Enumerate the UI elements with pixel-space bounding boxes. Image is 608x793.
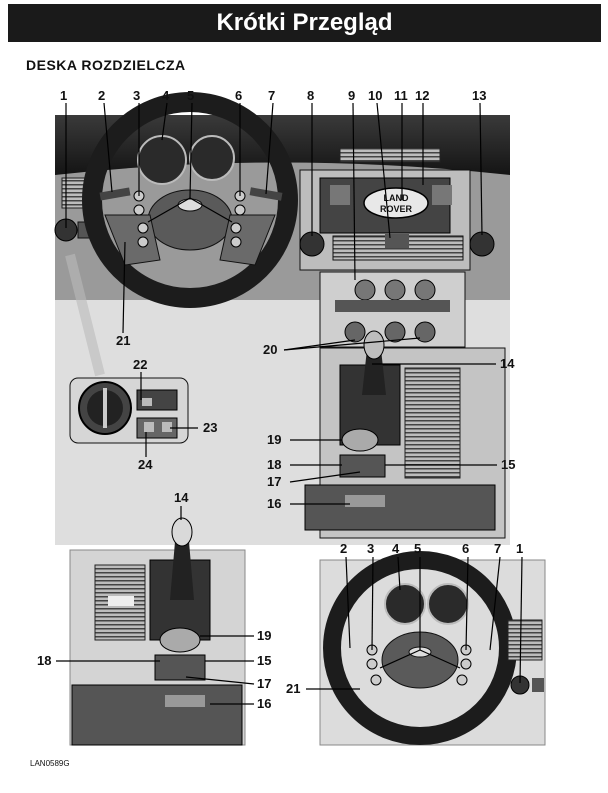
callout-16: 16	[267, 496, 282, 511]
badge-line2: ROVER	[380, 204, 413, 214]
page-title-bar: Krótki Przegląd	[8, 4, 601, 42]
callout-24: 24	[138, 457, 153, 472]
callout-3: 3	[133, 88, 141, 103]
callout-bl-17: 17	[257, 676, 272, 691]
callout-5: 5	[187, 88, 195, 103]
lighting-inset	[65, 253, 189, 444]
callout-4: 4	[162, 88, 170, 103]
callout-br-7: 7	[494, 541, 502, 556]
callout-br-1: 1	[516, 541, 524, 556]
callout-14: 14	[500, 356, 515, 371]
figure-id: LAN0589G	[30, 759, 70, 768]
callout-12: 12	[415, 88, 430, 103]
callout-17: 17	[267, 474, 282, 489]
callout-8: 8	[307, 88, 315, 103]
callout-15: 15	[501, 457, 516, 472]
page-title: Krótki Przegląd	[216, 9, 393, 36]
bottom-right-dashboard	[319, 551, 546, 746]
bottom-left-console	[69, 517, 246, 746]
callout-23: 23	[203, 420, 218, 435]
callout-6: 6	[235, 88, 243, 103]
callout-7: 7	[268, 88, 276, 103]
callout-22: 22	[133, 357, 148, 372]
callout-18: 18	[267, 457, 282, 472]
callout-br-4: 4	[392, 541, 400, 556]
callout-1: 1	[60, 88, 68, 103]
callout-13: 13	[472, 88, 487, 103]
callout-19: 19	[267, 432, 282, 447]
callout-2: 2	[98, 88, 106, 103]
leader-lines	[56, 102, 523, 705]
callout-9: 9	[348, 88, 356, 103]
callout-21: 21	[116, 333, 131, 348]
callout-br-2: 2	[340, 541, 348, 556]
callout-bl-19: 19	[257, 628, 272, 643]
callout-bl-18: 18	[37, 653, 52, 668]
callout-br-21: 21	[286, 681, 301, 696]
callout-br-5: 5	[414, 541, 422, 556]
callout-bl-14: 14	[174, 490, 189, 505]
badge-line1: LAND	[384, 193, 409, 203]
callout-11: 11	[394, 88, 408, 103]
callout-bl-15: 15	[257, 653, 272, 668]
callout-10: 10	[368, 88, 383, 103]
callout-br-6: 6	[462, 541, 470, 556]
main-dashboard-photo	[54, 92, 510, 545]
callout-20: 20	[263, 342, 278, 357]
callout-br-3: 3	[367, 541, 375, 556]
section-heading: DESKA ROZDZIELCZA	[26, 57, 186, 73]
callout-bl-16: 16	[257, 696, 272, 711]
